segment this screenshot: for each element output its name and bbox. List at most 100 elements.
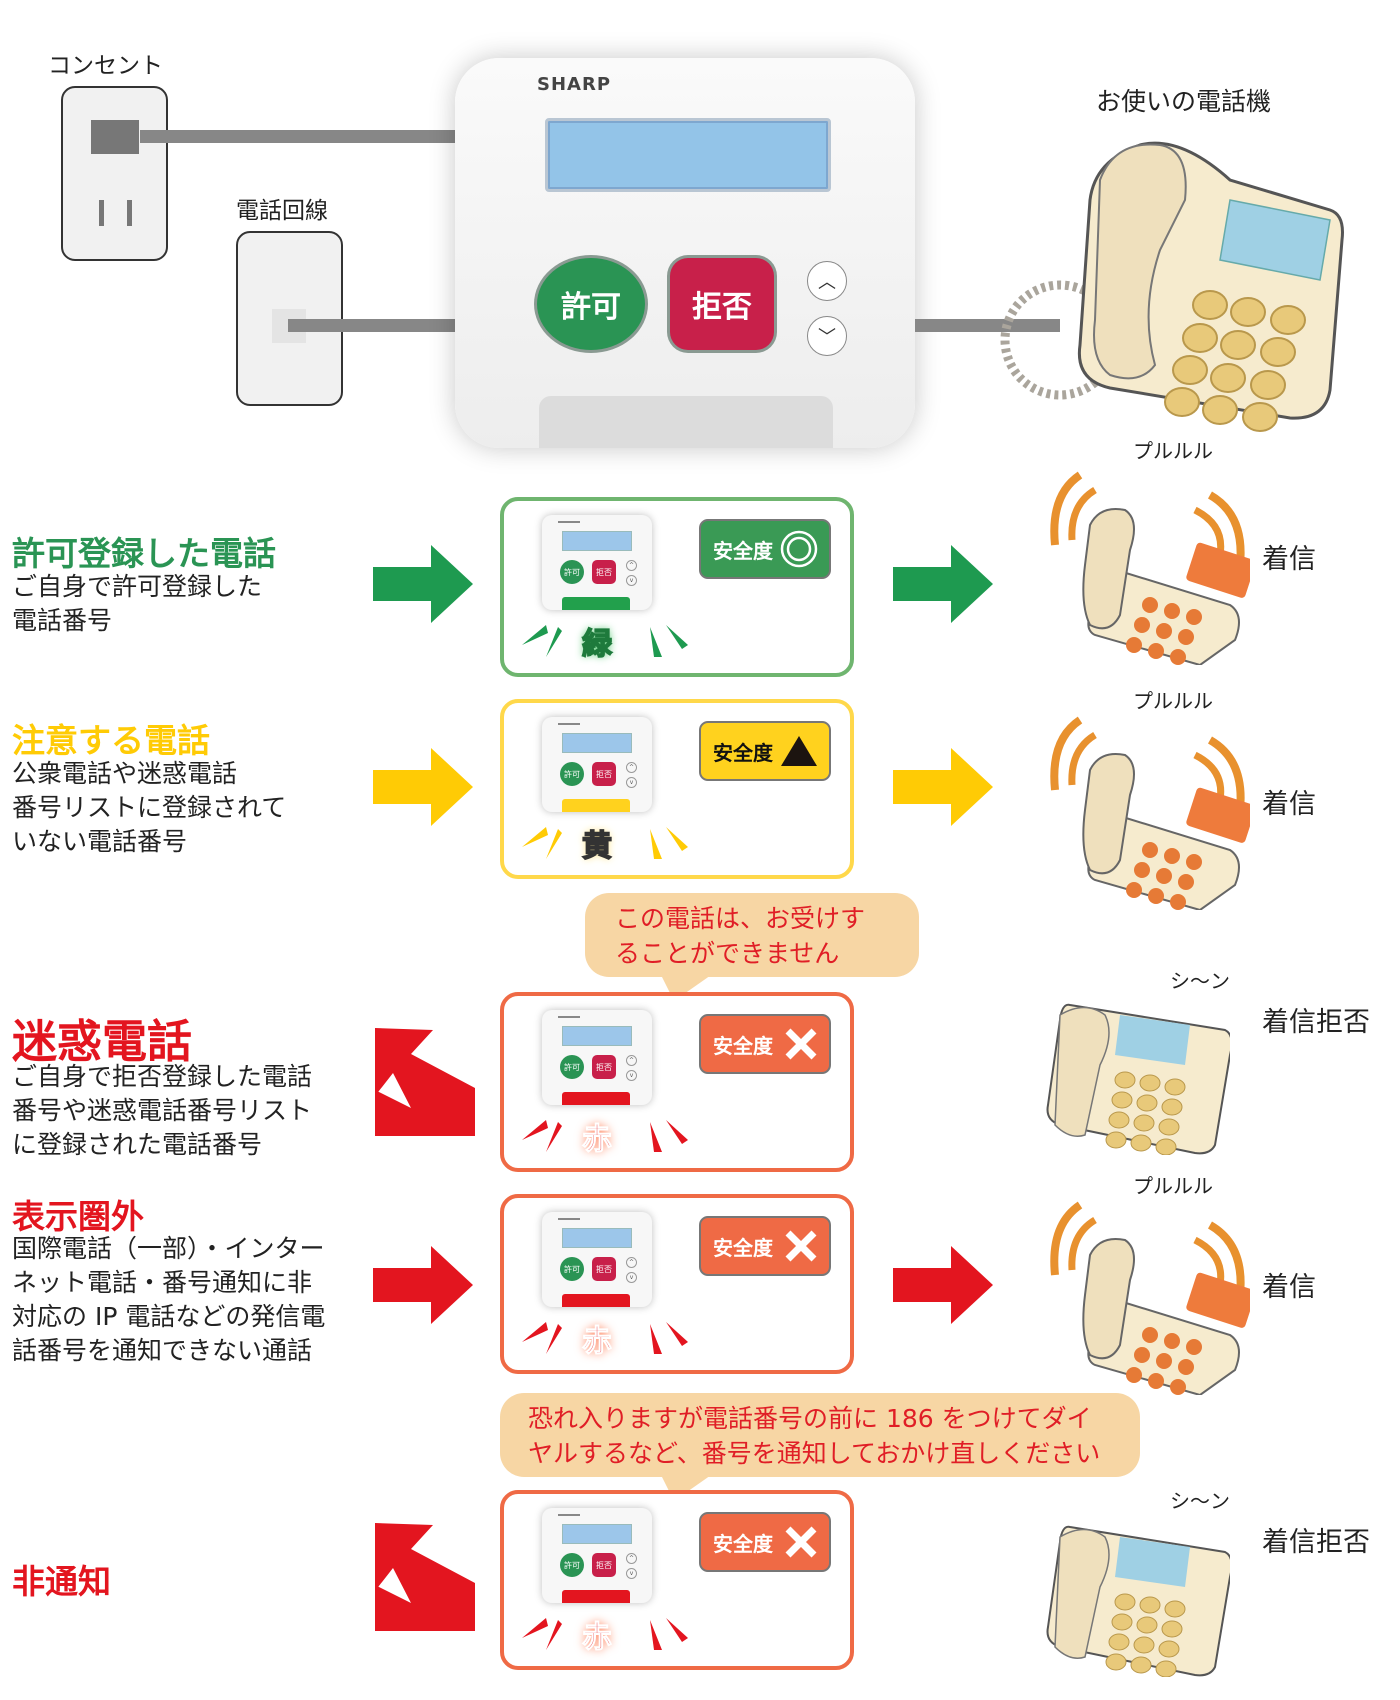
row-title-nuisance: 迷惑電話 xyxy=(12,1015,193,1068)
return-arrow-icon xyxy=(375,1523,475,1631)
silence-sound-label: シ〜ン xyxy=(1170,969,1230,993)
led-color-label: 赤 xyxy=(582,1122,613,1158)
description-line: 番号リストに登録されて xyxy=(12,793,287,822)
ring-sound-label: プルルル xyxy=(1133,1174,1213,1198)
safety-badge-label: 安全度 xyxy=(713,538,773,563)
safety-badge-label: 安全度 xyxy=(713,1033,773,1058)
description-line: 話番号を通知できない通話 xyxy=(12,1336,313,1365)
socket-slot-icon xyxy=(99,200,104,226)
phone-screen xyxy=(1219,199,1331,281)
result-label: 着信 xyxy=(1262,1272,1316,1303)
right-arrow-icon xyxy=(373,1246,473,1324)
deny-button[interactable]: 拒否 xyxy=(670,258,774,350)
status-box-green: 許可拒否 ^v 緑 安全度 xyxy=(500,497,854,677)
power-outlet-icon xyxy=(61,86,168,261)
safety-badge-label: 安全度 xyxy=(713,1531,773,1556)
bubble-line: この電話は、お受けす xyxy=(615,904,866,933)
speech-bubble: 恐れ入りますが電話番号の前に 186 をつけてダイ ヤルするなど、番号を通知して… xyxy=(500,1393,1140,1501)
row-title-allowed: 許可登録した電話 xyxy=(12,534,276,573)
double-circle-icon xyxy=(780,530,818,568)
outlet-label: コンセント xyxy=(48,53,163,79)
phone-jack-icon xyxy=(236,231,343,406)
glow-rays-icon xyxy=(522,1322,688,1354)
safety-badge: 安全度 xyxy=(699,1014,831,1074)
mini-device-icon: 許可拒否 ^v xyxy=(542,1010,652,1105)
down-button[interactable]: ﹀ xyxy=(807,316,847,356)
safety-badge-label: 安全度 xyxy=(713,1235,773,1260)
allow-button[interactable]: 許可 xyxy=(537,258,645,350)
description-line: ご自身で許可登録した xyxy=(12,572,263,601)
ring-sound-label: プルルル xyxy=(1133,439,1213,463)
cross-icon xyxy=(785,1526,817,1558)
right-arrow-icon xyxy=(893,545,993,623)
description-line: いない電話番号 xyxy=(12,827,188,856)
brand-logo: SHARP xyxy=(537,74,612,95)
status-led-panel xyxy=(539,396,833,448)
result-label: 着信拒否 xyxy=(1262,1007,1370,1038)
safety-badge: 安全度 xyxy=(699,721,831,781)
right-arrow-icon xyxy=(893,748,993,826)
bubble-line: ヤルするなど、番号を通知しておかけ直しください xyxy=(528,1439,1101,1468)
cross-icon xyxy=(785,1230,817,1262)
phone-line-cable xyxy=(288,319,460,332)
device-display xyxy=(545,118,831,192)
status-box-red: 許可拒否 ^v 赤 安全度 xyxy=(500,992,854,1172)
description-line: 電話番号 xyxy=(12,606,113,635)
socket-slot-icon xyxy=(127,200,132,226)
ringing-phone-icon xyxy=(1050,1201,1250,1395)
led-color-label: 緑 xyxy=(581,626,613,663)
result-label: 着信 xyxy=(1262,789,1316,820)
status-box-yellow: 許可拒否 ^v 黄 安全度 xyxy=(500,699,854,879)
glow-rays-icon xyxy=(522,1618,688,1650)
mini-device-icon: 許可拒否 ^v xyxy=(542,515,652,610)
right-arrow-icon xyxy=(373,545,473,623)
silent-phone-icon xyxy=(1046,1525,1230,1677)
keypad xyxy=(1164,290,1306,432)
power-cable xyxy=(140,130,460,143)
description-line: 公衆電話や迷惑電話 xyxy=(12,759,238,788)
safety-badge: 安全度 xyxy=(699,1216,831,1276)
result-label: 着信拒否 xyxy=(1262,1527,1370,1558)
ringing-phone-icon xyxy=(1050,471,1250,665)
chevron-up-icon: ︿ xyxy=(818,272,836,293)
description-line: 番号や迷惑電話番号リスト xyxy=(12,1096,313,1125)
up-button[interactable]: ︿ xyxy=(807,261,847,301)
status-box-red: 許可拒否 ^v 赤 安全度 xyxy=(500,1194,854,1374)
bubble-line: ることができません xyxy=(615,939,840,968)
row-title-caution: 注意する電話 xyxy=(12,721,210,760)
row-description-out-of-range: 国際電話（一部）・インター ネット電話・番号通知に非 対応の IP 電話などの発… xyxy=(12,1232,325,1368)
cross-icon xyxy=(785,1028,817,1060)
row-description-allowed: ご自身で許可登録した 電話番号 xyxy=(12,570,262,638)
row-description-caution: 公衆電話や迷惑電話 番号リストに登録されて いない電話番号 xyxy=(12,757,286,859)
desk-phone-icon xyxy=(1000,141,1344,432)
handset xyxy=(1093,143,1187,380)
result-label: 着信 xyxy=(1262,544,1316,575)
description-line: 対応の IP 電話などの発信電 xyxy=(12,1302,326,1331)
right-arrow-icon xyxy=(893,1246,993,1324)
safety-badge: 安全度 xyxy=(699,1512,831,1572)
mini-device-icon: 許可拒否 ^v xyxy=(542,1212,652,1307)
ring-sound-label: プルルル xyxy=(1133,689,1213,713)
triangle-icon xyxy=(781,736,817,766)
description-line: ネット電話・番号通知に非 xyxy=(12,1268,313,1297)
description-line: 国際電話（一部）・インター xyxy=(12,1234,325,1263)
speech-bubble: この電話は、お受けす ることができません xyxy=(585,893,919,1001)
led-color-label: 黄 xyxy=(581,828,613,865)
glow-rays-icon xyxy=(522,625,688,657)
right-arrow-icon xyxy=(373,748,473,826)
row-title-withheld: 非通知 xyxy=(12,1562,111,1601)
glow-rays-icon xyxy=(522,1120,688,1152)
ringing-phone-icon xyxy=(1050,716,1250,910)
row-title-out-of-range: 表示圏外 xyxy=(12,1197,144,1236)
handset-line-cable xyxy=(915,319,1060,332)
description-line: ご自身で拒否登録した電話 xyxy=(12,1062,313,1091)
bubble-line: 恐れ入りますが電話番号の前に 186 をつけてダイ xyxy=(528,1404,1092,1433)
phone-line-label: 電話回線 xyxy=(236,198,328,224)
safety-badge-label: 安全度 xyxy=(713,740,773,765)
your-phone-label: お使いの電話機 xyxy=(1096,87,1272,116)
chevron-down-icon: ﹀ xyxy=(818,327,836,348)
return-arrow-icon xyxy=(375,1028,475,1136)
mini-device-icon: 許可拒否 ^v xyxy=(542,1508,652,1603)
row-description-nuisance: ご自身で拒否登録した電話 番号や迷惑電話番号リスト に登録された電話番号 xyxy=(12,1060,312,1162)
description-line: に登録された電話番号 xyxy=(12,1130,263,1159)
